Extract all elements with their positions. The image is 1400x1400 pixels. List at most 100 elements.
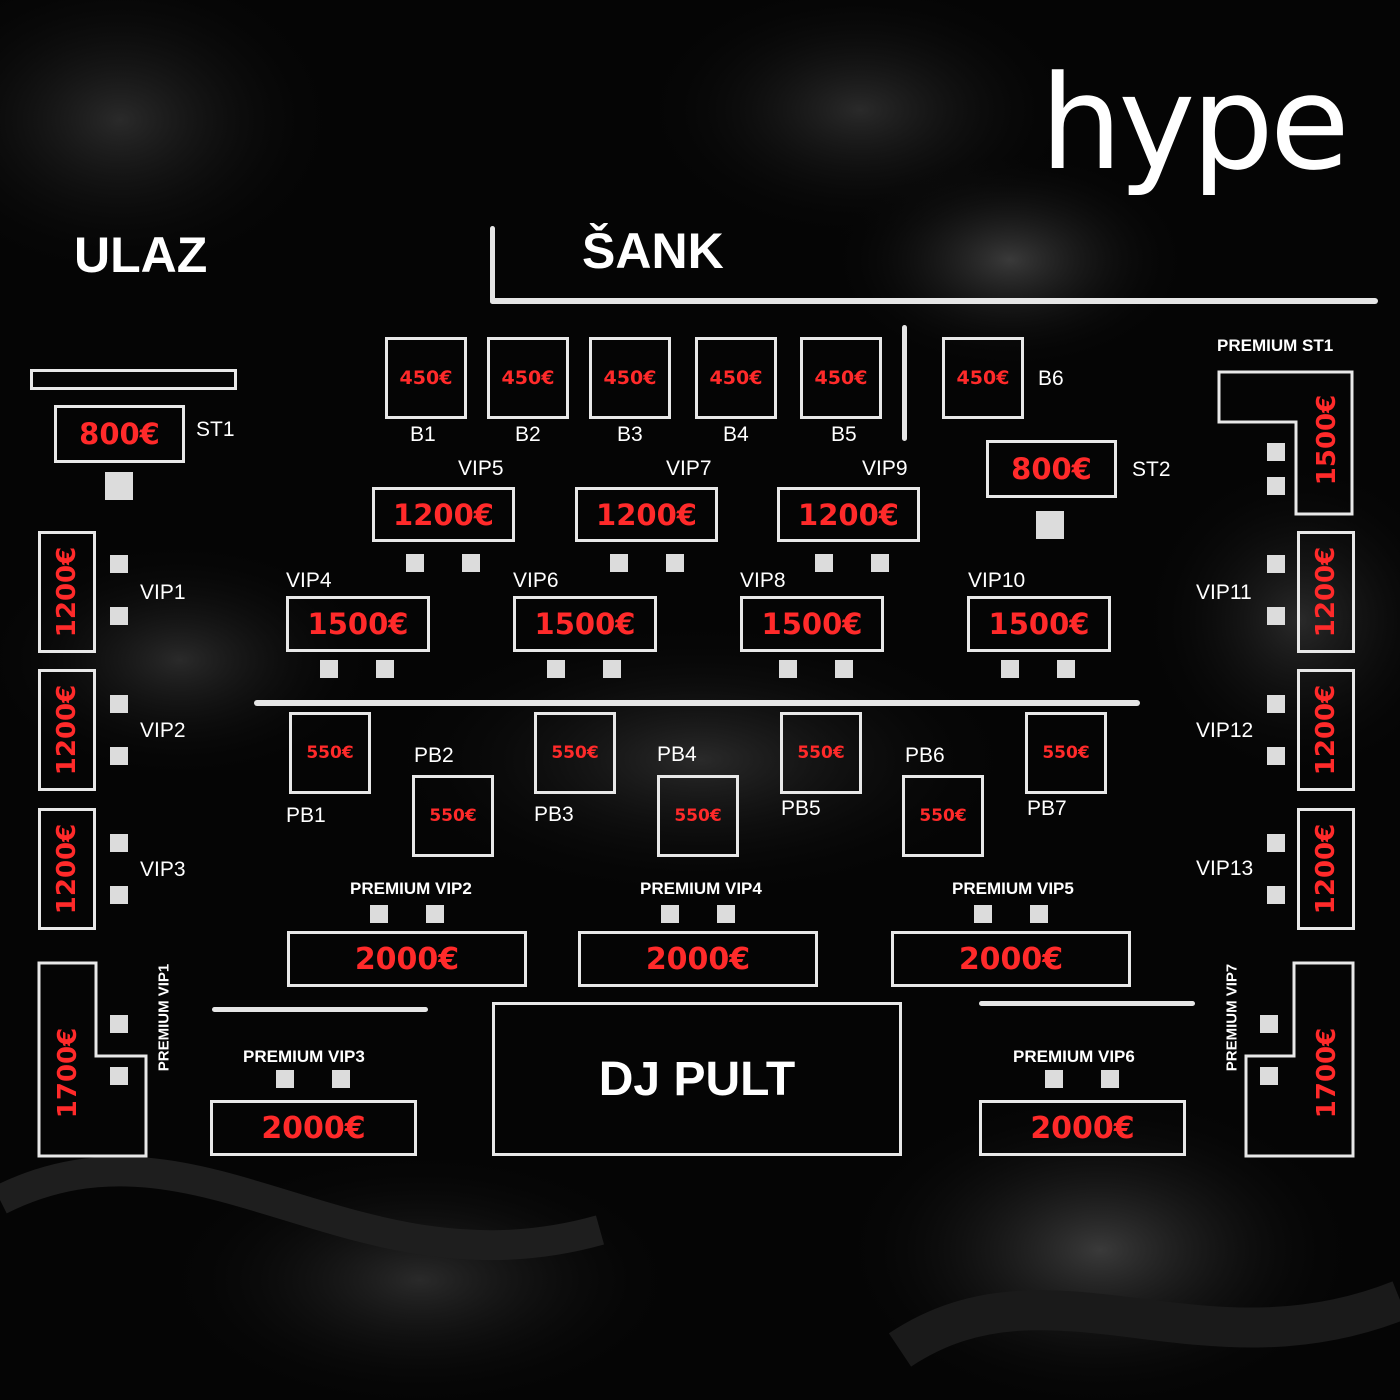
vip13-seat	[1267, 834, 1285, 852]
b5-table[interactable]: 450€	[800, 337, 882, 419]
premium-st1-table[interactable]	[1216, 369, 1356, 517]
vip11-price: 1200€	[1311, 546, 1341, 638]
premium-vip2-seat	[426, 905, 444, 923]
b6-table[interactable]: 450€	[942, 337, 1024, 419]
vip5-seat	[462, 554, 480, 572]
vip1-table[interactable]: 1200€	[38, 531, 96, 653]
premium-vip7-table[interactable]	[1243, 960, 1357, 1160]
premium-vip4-label: PREMIUM VIP4	[640, 879, 762, 898]
vip4-seat	[376, 660, 394, 678]
pb1-table[interactable]: 550€	[289, 712, 371, 794]
st1-price: 800€	[79, 417, 160, 451]
vip6-seat	[603, 660, 621, 678]
premium-vip3-rail	[212, 1007, 428, 1012]
b5-price: 450€	[814, 367, 868, 389]
b1-price: 450€	[399, 367, 453, 389]
premium-vip6-seat	[1101, 1070, 1119, 1088]
pb2-price: 550€	[429, 806, 477, 826]
premium-vip6-price: 2000€	[1030, 1110, 1135, 1146]
pb2-table[interactable]: 550€	[412, 775, 494, 857]
b3-price: 450€	[603, 367, 657, 389]
b2-table[interactable]: 450€	[487, 337, 569, 419]
entrance-label: ULAZ	[74, 227, 208, 283]
pb5-table[interactable]: 550€	[780, 712, 862, 794]
b4-label: B4	[723, 423, 749, 446]
b1-table[interactable]: 450€	[385, 337, 467, 419]
premium-st1-price: 1500€	[1312, 394, 1342, 486]
hype-logo: hype	[1040, 47, 1350, 199]
vip2-table[interactable]: 1200€	[38, 669, 96, 791]
vip4-table[interactable]: 1500€	[286, 596, 430, 652]
b6-label: B6	[1038, 367, 1064, 390]
vip8-table[interactable]: 1500€	[740, 596, 884, 652]
bar-counter-line	[490, 298, 1378, 304]
vip13-price: 1200€	[1311, 823, 1341, 915]
premium-vip5-table[interactable]: 2000€	[891, 931, 1131, 987]
vip2-seat	[110, 747, 128, 765]
pb1-price: 550€	[306, 743, 354, 763]
vip3-seat	[110, 834, 128, 852]
premium-vip6-rail	[979, 1001, 1195, 1006]
vip1-seat	[110, 607, 128, 625]
st2-table[interactable]: 800€	[986, 440, 1117, 498]
premium-vip6-table[interactable]: 2000€	[979, 1100, 1186, 1156]
premium-vip3-seat	[332, 1070, 350, 1088]
b4-table[interactable]: 450€	[695, 337, 777, 419]
st1-table[interactable]: 800€	[54, 405, 185, 463]
b3-label: B3	[617, 423, 643, 446]
vip1-label: VIP1	[140, 581, 186, 604]
premium-vip2-label: PREMIUM VIP2	[350, 879, 472, 898]
pb4-table[interactable]: 550€	[657, 775, 739, 857]
vip9-table[interactable]: 1200€	[777, 487, 920, 542]
vip12-table[interactable]: 1200€	[1297, 669, 1355, 791]
vip6-label: VIP6	[513, 569, 559, 592]
b1-label: B1	[410, 423, 436, 446]
vip2-seat	[110, 695, 128, 713]
pb7-table[interactable]: 550€	[1025, 712, 1107, 794]
premium-vip4-table[interactable]: 2000€	[578, 931, 818, 987]
st1-label: ST1	[196, 418, 235, 441]
premium-vip4-price: 2000€	[645, 941, 751, 977]
vip6-table[interactable]: 1500€	[513, 596, 657, 652]
bar-label: ŠANK	[582, 223, 724, 279]
pb3-label: PB3	[534, 803, 574, 826]
vip3-seat	[110, 886, 128, 904]
st2-label: ST2	[1132, 458, 1171, 481]
vip2-price: 1200€	[52, 684, 82, 776]
vip3-table[interactable]: 1200€	[38, 808, 96, 930]
premium-vip1-table[interactable]	[36, 960, 150, 1160]
vip5-table[interactable]: 1200€	[372, 487, 515, 542]
premium-vip2-table[interactable]: 2000€	[287, 931, 527, 987]
pb6-label: PB6	[905, 744, 945, 767]
premium-vip7-seat	[1260, 1067, 1278, 1085]
vip7-table[interactable]: 1200€	[575, 487, 718, 542]
vip4-label: VIP4	[286, 569, 332, 592]
vip10-seat	[1057, 660, 1075, 678]
premium-vip7-seat	[1260, 1015, 1278, 1033]
vip6-price: 1500€	[534, 607, 636, 641]
pb6-price: 550€	[919, 806, 967, 826]
vip10-table[interactable]: 1500€	[967, 596, 1111, 652]
b4-price: 450€	[709, 367, 763, 389]
premium-vip5-seat	[974, 905, 992, 923]
vip8-seat	[779, 660, 797, 678]
pb6-table[interactable]: 550€	[902, 775, 984, 857]
vip11-seat	[1267, 555, 1285, 573]
premium-vip3-seat	[276, 1070, 294, 1088]
vip11-table[interactable]: 1200€	[1297, 531, 1355, 653]
b2-price: 450€	[501, 367, 555, 389]
vip7-seat	[666, 554, 684, 572]
vip2-label: VIP2	[140, 719, 186, 742]
premium-vip3-table[interactable]: 2000€	[210, 1100, 417, 1156]
bar-counter-edge	[490, 226, 495, 304]
pb3-table[interactable]: 550€	[534, 712, 616, 794]
premium-vip5-seat	[1030, 905, 1048, 923]
dj-booth: DJ PULT	[492, 1002, 902, 1156]
vip13-table[interactable]: 1200€	[1297, 808, 1355, 930]
b3-table[interactable]: 450€	[589, 337, 671, 419]
premium-vip3-label: PREMIUM VIP3	[243, 1047, 365, 1066]
premium-vip2-price: 2000€	[354, 941, 460, 977]
vip7-price: 1200€	[596, 497, 697, 532]
pb5-label: PB5	[781, 797, 821, 820]
vip7-label: VIP7	[666, 457, 712, 480]
